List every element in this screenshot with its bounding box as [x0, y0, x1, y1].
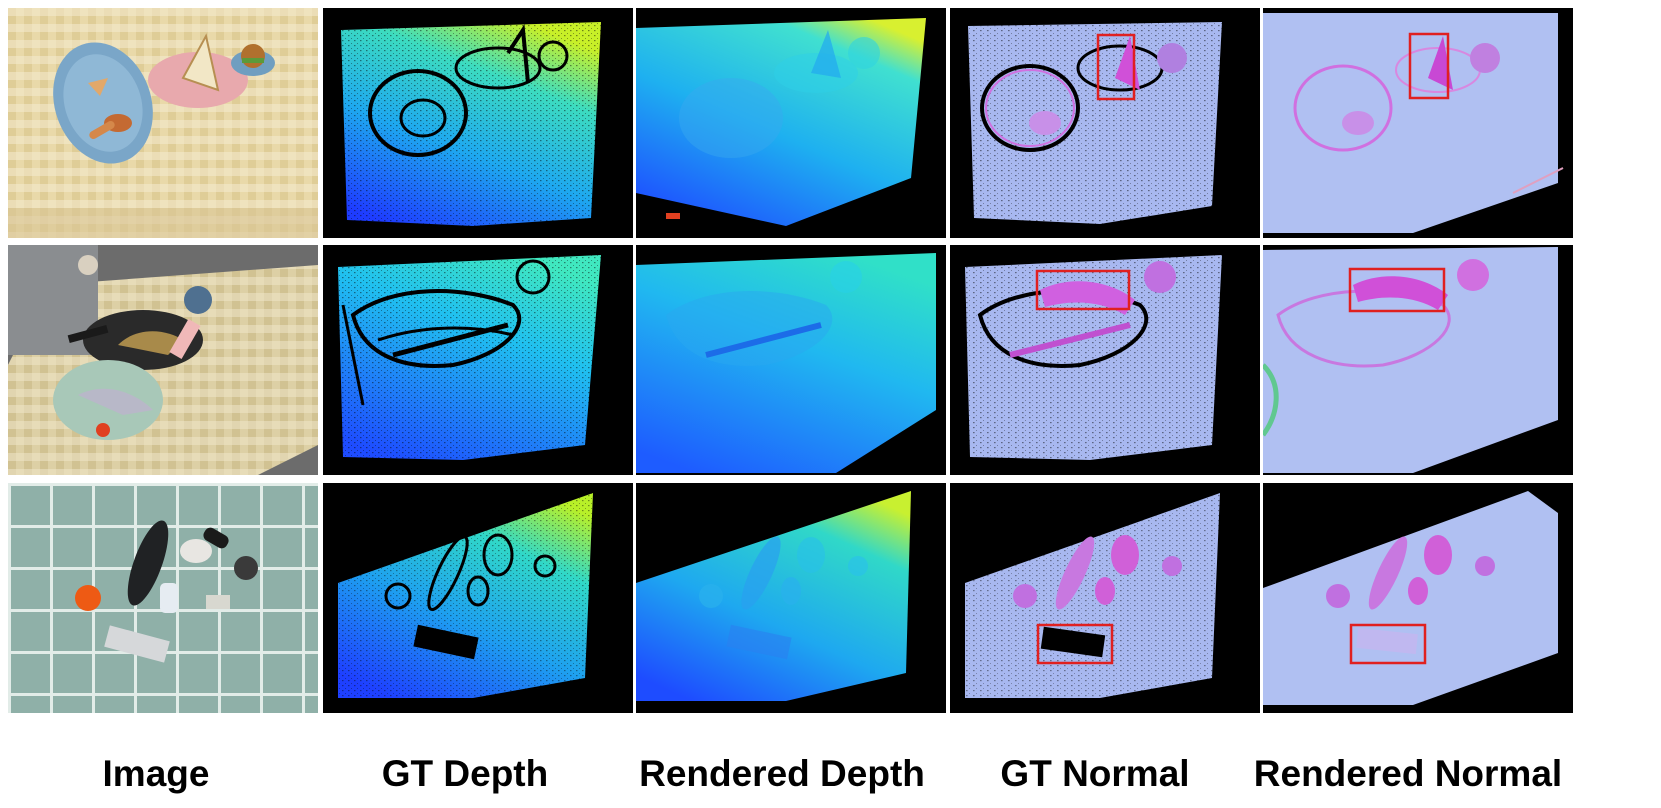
row1-gt-normal-map	[950, 8, 1260, 238]
row1-rendered-depth-map	[636, 8, 946, 238]
column-label-image: Image	[102, 753, 210, 794]
row1-rendered-normal-map	[1263, 8, 1573, 238]
column-label-gt-normal: GT Normal	[1000, 753, 1190, 794]
row3-rendered-depth-map	[636, 483, 946, 713]
column-label-rendered-depth: Rendered Depth	[639, 753, 925, 794]
row2-image-photo	[8, 245, 318, 475]
row1-gt-depth-map	[323, 8, 633, 238]
row2-rendered-normal-map	[1263, 245, 1573, 475]
column-label-gt-depth: GT Depth	[381, 753, 549, 794]
row2-rendered-depth-map	[636, 245, 946, 475]
row3-gt-depth-map	[323, 483, 633, 713]
row2-gt-normal-map	[950, 245, 1260, 475]
row3-gt-normal-map	[950, 483, 1260, 713]
row3-image-photo	[8, 483, 318, 713]
row2-gt-depth-map	[323, 245, 633, 475]
row1-image-photo	[8, 8, 318, 238]
column-label-rendered-normal: Rendered Normal	[1253, 753, 1563, 794]
row3-rendered-normal-map	[1263, 483, 1573, 713]
